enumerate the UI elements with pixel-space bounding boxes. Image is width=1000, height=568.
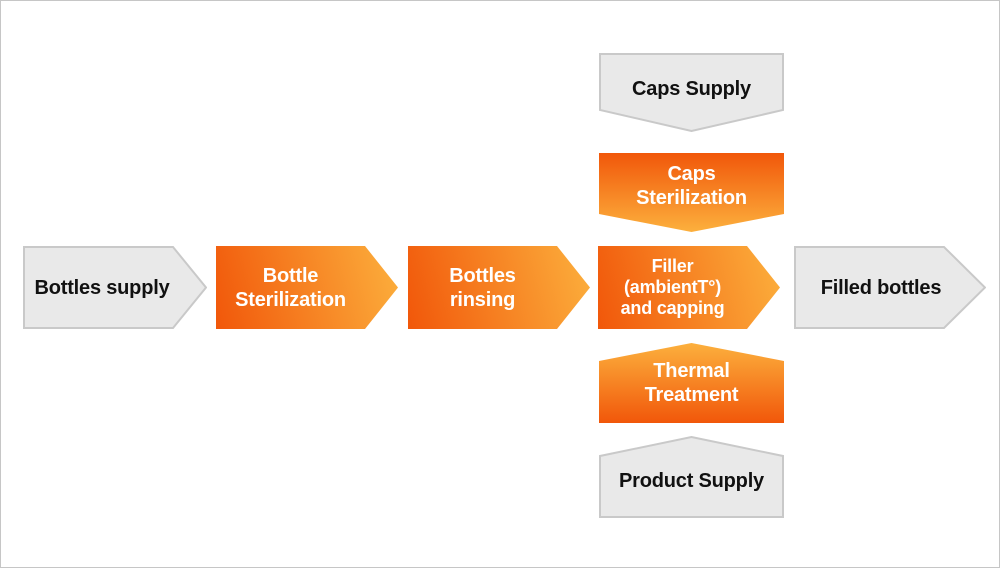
flow-node-bottles-rinsing: Bottles rinsing (408, 246, 590, 329)
node-label: Bottles supply (34, 276, 170, 299)
node-label: Bottle Sterilization (235, 264, 346, 311)
node-label: Filler (ambientT°) and capping (620, 256, 725, 318)
node-label: Product Supply (619, 470, 764, 492)
right-arrow-shape (23, 246, 207, 329)
flow-node-filler-capping: Filler (ambientT°) and capping (598, 246, 780, 329)
down-arrow-shape (599, 53, 784, 132)
flow-node-caps-supply: Caps Supply (599, 53, 784, 132)
flow-node-thermal-treatment: Thermal Treatment (599, 343, 784, 423)
flow-node-product-supply: Product Supply (599, 436, 784, 518)
flow-node-bottle-sterilization: Bottle Sterilization (216, 246, 398, 329)
node-label: Filled bottles (820, 276, 942, 299)
node-label: Bottles rinsing (449, 264, 516, 311)
node-label: Caps Sterilization (636, 163, 747, 209)
right-arrow-shape (794, 246, 986, 329)
flow-node-caps-sterilization: Caps Sterilization (599, 153, 784, 232)
flow-node-bottles-supply: Bottles supply (23, 246, 207, 329)
node-label: Caps Supply (632, 77, 751, 100)
flow-node-filled-bottles: Filled bottles (794, 246, 986, 329)
up-arrow-shape (599, 436, 784, 518)
node-label: Thermal Treatment (644, 360, 739, 406)
